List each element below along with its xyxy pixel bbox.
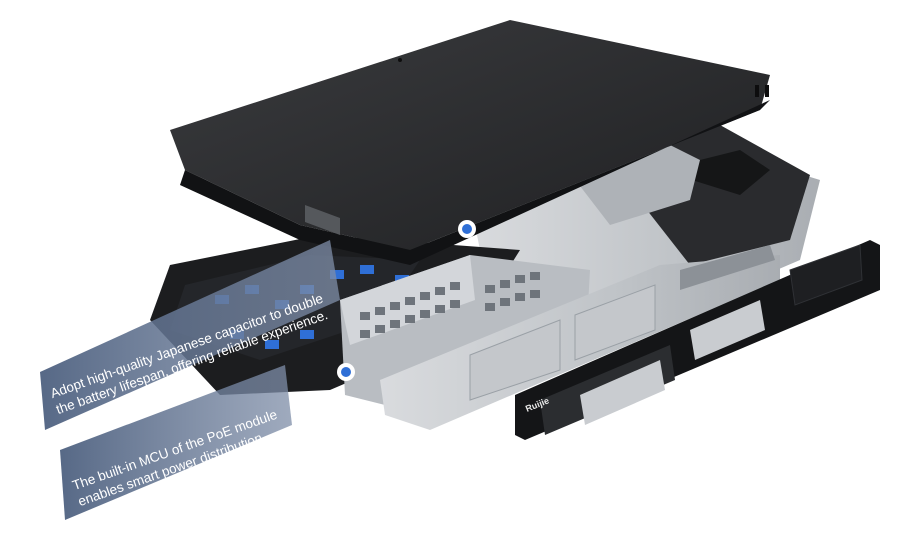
front-panel-metal	[380, 245, 780, 430]
capacitor-marker	[458, 220, 476, 238]
callout-box-1	[40, 240, 340, 430]
callout-box-2	[60, 365, 292, 520]
front-bezel	[515, 240, 880, 440]
poe-mcu-marker	[337, 363, 355, 381]
